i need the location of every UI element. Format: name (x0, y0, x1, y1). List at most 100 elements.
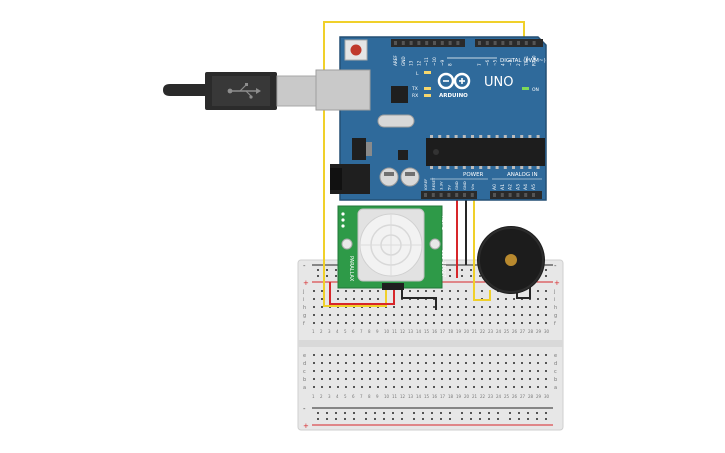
breadboard-hole[interactable] (345, 378, 347, 380)
breadboard-hole[interactable] (489, 306, 491, 308)
rail-hole[interactable] (479, 412, 481, 414)
breadboard-hole[interactable] (393, 306, 395, 308)
breadboard-hole[interactable] (417, 314, 419, 316)
breadboard-hole[interactable] (337, 290, 339, 292)
breadboard-hole[interactable] (449, 370, 451, 372)
breadboard-hole[interactable] (401, 354, 403, 356)
breadboard-hole[interactable] (537, 386, 539, 388)
breadboard-hole[interactable] (473, 354, 475, 356)
breadboard-hole[interactable] (457, 362, 459, 364)
breadboard-hole[interactable] (473, 370, 475, 372)
breadboard-hole[interactable] (489, 386, 491, 388)
rail-hole[interactable] (518, 412, 520, 414)
breadboard-hole[interactable] (513, 370, 515, 372)
breadboard-hole[interactable] (481, 386, 483, 388)
breadboard-hole[interactable] (353, 322, 355, 324)
breadboard-hole[interactable] (337, 354, 339, 356)
breadboard-hole[interactable] (409, 306, 411, 308)
header-hole[interactable] (456, 41, 460, 45)
breadboard-hole[interactable] (473, 362, 475, 364)
rail-hole[interactable] (374, 412, 376, 414)
breadboard-hole[interactable] (361, 386, 363, 388)
rail-hole[interactable] (353, 412, 355, 414)
rail-hole[interactable] (317, 412, 319, 414)
rail-hole[interactable] (488, 418, 490, 420)
breadboard-hole[interactable] (521, 306, 523, 308)
breadboard-hole[interactable] (465, 378, 467, 380)
breadboard-hole[interactable] (505, 354, 507, 356)
header-hole[interactable] (439, 193, 443, 197)
breadboard-hole[interactable] (433, 314, 435, 316)
breadboard-hole[interactable] (313, 306, 315, 308)
breadboard-hole[interactable] (369, 354, 371, 356)
breadboard-hole[interactable] (377, 386, 379, 388)
breadboard-hole[interactable] (409, 370, 411, 372)
rail-hole[interactable] (413, 412, 415, 414)
breadboard-hole[interactable] (369, 370, 371, 372)
breadboard-hole[interactable] (441, 354, 443, 356)
rail-hole[interactable] (326, 418, 328, 420)
breadboard-hole[interactable] (329, 362, 331, 364)
breadboard-hole[interactable] (353, 370, 355, 372)
breadboard-hole[interactable] (433, 306, 435, 308)
header-hole[interactable] (501, 41, 505, 45)
breadboard-hole[interactable] (417, 290, 419, 292)
breadboard-hole[interactable] (481, 306, 483, 308)
rail-hole[interactable] (509, 412, 511, 414)
breadboard-hole[interactable] (545, 306, 547, 308)
breadboard-hole[interactable] (329, 370, 331, 372)
breadboard-hole[interactable] (393, 314, 395, 316)
rail-hole[interactable] (545, 418, 547, 420)
breadboard-hole[interactable] (505, 378, 507, 380)
rail-hole[interactable] (383, 418, 385, 420)
breadboard-hole[interactable] (353, 386, 355, 388)
breadboard-hole[interactable] (521, 322, 523, 324)
breadboard-hole[interactable] (433, 378, 435, 380)
piezo-buzzer[interactable] (477, 226, 545, 294)
breadboard-hole[interactable] (537, 354, 539, 356)
breadboard-hole[interactable] (321, 314, 323, 316)
breadboard-hole[interactable] (441, 378, 443, 380)
pir-sensor[interactable]: PIR Sensor Rev B 555-28027 PARALLAX (337, 205, 452, 290)
breadboard-hole[interactable] (505, 314, 507, 316)
breadboard-hole[interactable] (465, 298, 467, 300)
breadboard-hole[interactable] (465, 354, 467, 356)
breadboard-hole[interactable] (425, 386, 427, 388)
breadboard-hole[interactable] (513, 314, 515, 316)
breadboard-hole[interactable] (513, 322, 515, 324)
breadboard-hole[interactable] (441, 322, 443, 324)
rail-hole[interactable] (344, 412, 346, 414)
breadboard-hole[interactable] (481, 362, 483, 364)
breadboard-hole[interactable] (441, 370, 443, 372)
breadboard-hole[interactable] (321, 378, 323, 380)
breadboard-hole[interactable] (385, 370, 387, 372)
breadboard-hole[interactable] (417, 378, 419, 380)
breadboard-hole[interactable] (529, 386, 531, 388)
rail-hole[interactable] (317, 269, 319, 271)
wire-black-pir-gnd[interactable] (401, 290, 437, 310)
header-hole[interactable] (394, 41, 397, 45)
breadboard-hole[interactable] (529, 314, 531, 316)
rail-hole[interactable] (536, 418, 538, 420)
rail-hole[interactable] (401, 418, 403, 420)
breadboard-hole[interactable] (545, 386, 547, 388)
breadboard-hole[interactable] (457, 322, 459, 324)
breadboard-hole[interactable] (545, 314, 547, 316)
breadboard-hole[interactable] (313, 362, 315, 364)
breadboard-hole[interactable] (529, 306, 531, 308)
rail-hole[interactable] (326, 275, 328, 277)
breadboard-hole[interactable] (353, 354, 355, 356)
header-hole[interactable] (478, 41, 481, 45)
breadboard-hole[interactable] (457, 386, 459, 388)
breadboard-hole[interactable] (417, 306, 419, 308)
breadboard-hole[interactable] (393, 362, 395, 364)
rail-hole[interactable] (365, 412, 367, 414)
breadboard-hole[interactable] (321, 306, 323, 308)
breadboard-hole[interactable] (313, 378, 315, 380)
breadboard-hole[interactable] (313, 386, 315, 388)
breadboard-hole[interactable] (433, 354, 435, 356)
breadboard-hole[interactable] (409, 354, 411, 356)
header-hole[interactable] (524, 41, 528, 45)
breadboard-hole[interactable] (497, 378, 499, 380)
